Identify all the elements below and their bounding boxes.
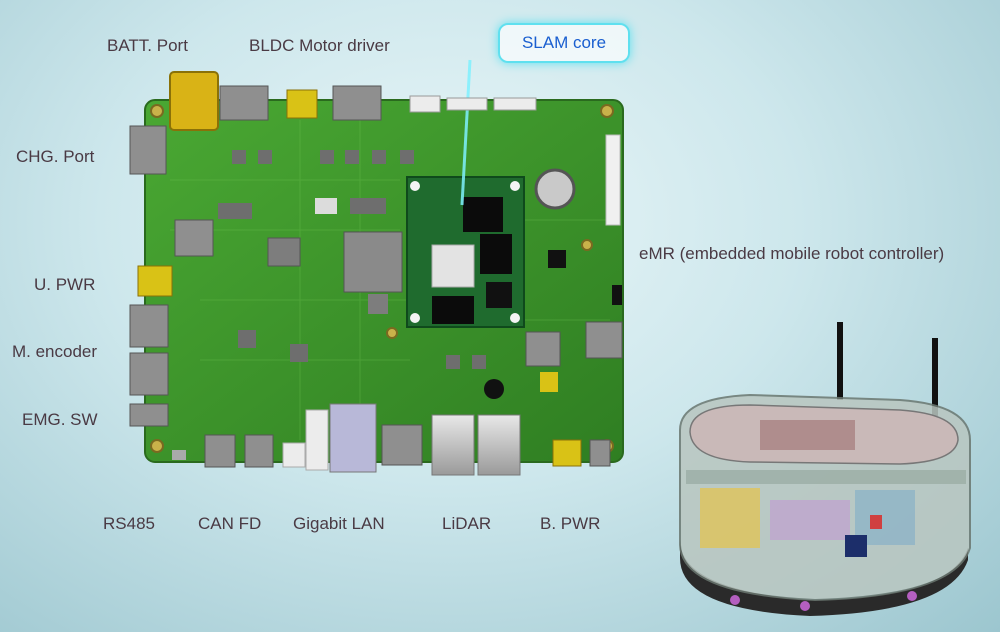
emg-sw-label: EMG. SW: [22, 410, 98, 429]
chg-port-label: CHG. Port: [16, 147, 95, 166]
can-fd-label: CAN FD: [198, 514, 262, 533]
u-pwr-label: U. PWR: [34, 275, 96, 294]
gigabit-lan-label: Gigabit LAN: [293, 514, 385, 533]
bldc-motor-driver-label: BLDC Motor driver: [249, 36, 390, 55]
lidar-label: LiDAR: [442, 514, 492, 533]
slam-core-label: SLAM core: [498, 23, 630, 63]
rs485-label: RS485: [103, 514, 155, 533]
m-encoder-label: M. encoder: [12, 342, 98, 361]
batt-port-label: BATT. Port: [107, 36, 188, 55]
b-pwr-label: B. PWR: [540, 514, 601, 533]
emr-label: eMR (embedded mobile robot controller): [639, 244, 945, 263]
